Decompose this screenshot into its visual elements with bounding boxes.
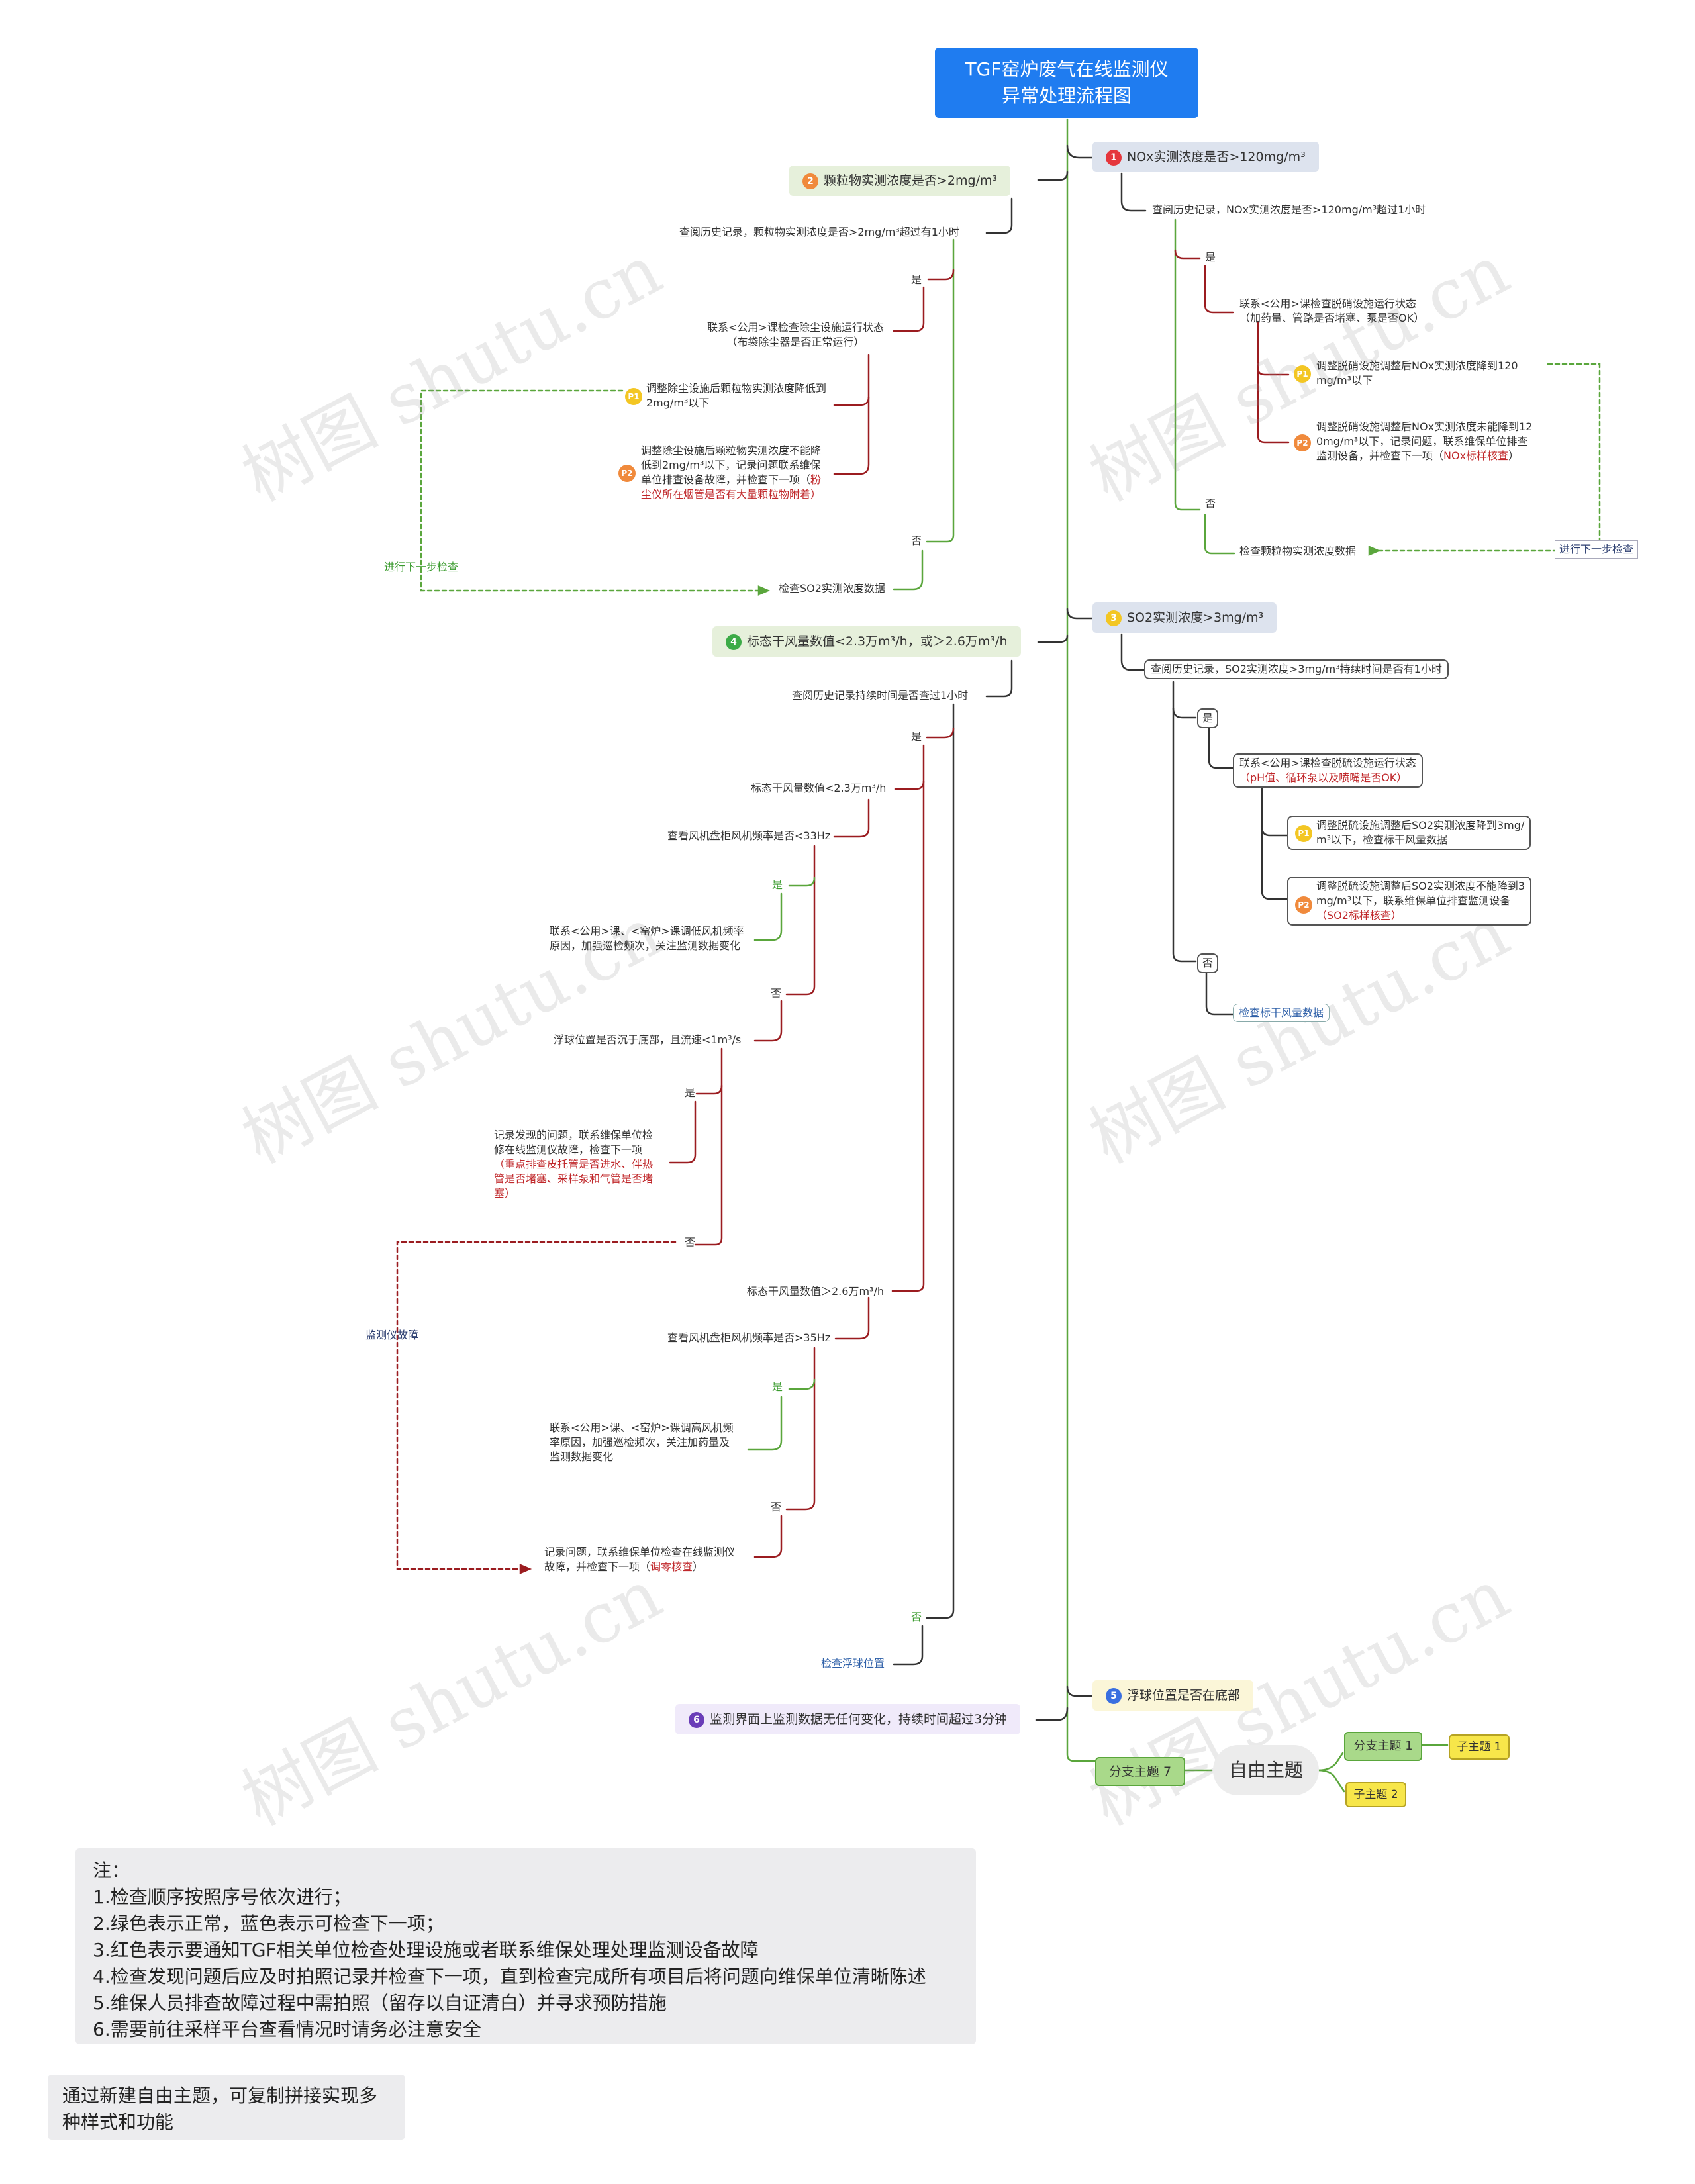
number-badge: 6 — [689, 1711, 704, 1728]
b4-float-result[interactable]: 记录发现的问题，联系维保单位检 修在线监测仪故障，检查下一项 （重点排查皮托管是… — [494, 1129, 654, 1200]
b4-high-no-label[interactable]: 否 — [771, 1501, 782, 1513]
b1-yes-label[interactable]: 是 — [1205, 251, 1216, 263]
root-title-line2: 异常处理流程图 — [1001, 85, 1132, 107]
b4-low-no-label[interactable]: 否 — [771, 987, 782, 1000]
b4-low-fan-check[interactable]: 查看风机盘柜风机频率是否<33Hz — [667, 830, 831, 842]
p2-badge: P2 — [618, 465, 636, 482]
b3-contact[interactable]: 联系<公用>课检查脱硫设施运行状态 （pH值、循环泵以及喷嘴是否OK） — [1233, 753, 1423, 788]
b3-no-label[interactable]: 否 — [1197, 953, 1219, 973]
note-item: 6.需要前往采样平台查看情况时请务必注意安全 — [93, 2018, 481, 2040]
b4-question[interactable]: 查阅历史记录持续时间是否查过1小时 — [792, 689, 969, 702]
b4-float-question[interactable]: 浮球位置是否沉于底部，且流速<1m³/s — [554, 1033, 742, 1046]
number-badge: 3 — [1106, 610, 1122, 626]
p1-badge: P1 — [1294, 365, 1311, 383]
note-item: 3.红色表示要通知TGF相关单位检查处理设施或者联系维保处理处理监测设备故障 — [93, 1939, 759, 1961]
note-item: 1.检查顺序按照序号依次进行； — [93, 1886, 352, 1908]
b2-no-label[interactable]: 否 — [911, 534, 922, 547]
branch-3-title: SO2实测浓度>3mg/m³ — [1127, 610, 1264, 625]
b3-p2-result[interactable]: P2 调整脱硫设施调整后SO2实测浓度不能降到3 mg/m³以下，联系维保单位排… — [1287, 877, 1532, 926]
branch-4-title: 标态干风量数值<2.3万m³/h，或＞2.6万m³/h — [747, 634, 1008, 649]
b4-high-flow[interactable]: 标态干风量数值＞2.6万m³/h — [747, 1285, 884, 1298]
b2-next-step[interactable]: 进行下一步检查 — [384, 561, 459, 573]
branch-5-header[interactable]: 5 浮球位置是否在底部 — [1092, 1680, 1254, 1711]
branch-5-title: 浮球位置是否在底部 — [1127, 1688, 1241, 1703]
number-badge: 5 — [1106, 1687, 1122, 1704]
b2-p1-result[interactable]: 调整除尘设施后颗粒物实测浓度降低到 2mg/m³以下 — [646, 382, 827, 409]
tip-panel: 通过新建自由主题，可复制拼接实现多 种样式和功能 — [48, 2075, 405, 2140]
b2-yes-label[interactable]: 是 — [911, 273, 922, 286]
b1-question[interactable]: 查阅历史记录，NOx实测浓度是否>120mg/m³超过1小时 — [1152, 203, 1426, 216]
b3-check-next[interactable]: 检查标干风量数据 — [1233, 1004, 1330, 1022]
b2-question[interactable]: 查阅历史记录，颗粒物实测浓度是否>2mg/m³超过有1小时 — [679, 226, 959, 238]
b1-p1-result[interactable]: 调整脱硝设施调整后NOx实测浓度降到120 mg/m³以下 — [1316, 359, 1518, 387]
b4-monitor-fault[interactable]: 监测仪故障 — [365, 1329, 419, 1341]
b4-float-yes-label[interactable]: 是 — [685, 1086, 696, 1099]
note-item: 2.绿色表示正常，蓝色表示可检查下一项； — [93, 1913, 444, 1934]
b2-contact[interactable]: 联系<公用>课检查除尘设施运行状态 （布袋除尘器是否正常运行） — [707, 321, 884, 348]
number-badge: 2 — [802, 173, 818, 189]
branch-1-title: NOx实测浓度是否>120mg/m³ — [1127, 150, 1306, 164]
b1-contact[interactable]: 联系<公用>课检查脱硝设施运行状态 （加药量、管路是否堵塞、泵是否OK） — [1239, 297, 1425, 324]
branch-4-header[interactable]: 4 标态干风量数值<2.3万m³/h，或＞2.6万m³/h — [712, 626, 1021, 657]
b4-high-fan-check[interactable]: 查看风机盘柜风机频率是否>35Hz — [667, 1331, 831, 1344]
b1-check-next[interactable]: 检查颗粒物实测浓度数据 — [1239, 545, 1357, 557]
branch-1-header[interactable]: 1 NOx实测浓度是否>120mg/m³ — [1092, 142, 1319, 172]
branch-2-title: 颗粒物实测浓度是否>2mg/m³ — [824, 173, 998, 188]
number-badge: 1 — [1106, 149, 1122, 166]
b4-check-next[interactable]: 检查浮球位置 — [821, 1657, 885, 1670]
p1-badge: P1 — [1295, 825, 1312, 842]
branch-6-title: 监测界面上监测数据无任何变化，持续时间超过3分钟 — [710, 1712, 1008, 1727]
b1-next-step[interactable]: 进行下一步检查 — [1555, 540, 1639, 559]
notes-panel: 注： 1.检查顺序按照序号依次进行； 2.绿色表示正常，蓝色表示可检查下一项； … — [75, 1848, 976, 2044]
b4-high-contact[interactable]: 联系<公用>课、<窑炉>课调高风机频 率原因，加强巡检频次，关注加药量及 监测数… — [550, 1421, 734, 1463]
b3-question[interactable]: 查阅历史记录，SO2实测浓度>3mg/m³持续时间是否有1小时 — [1144, 659, 1449, 679]
root-topic[interactable]: TGF窑炉废气在线监测仪 异常处理流程图 — [935, 48, 1198, 118]
b3-p1-result[interactable]: P1 调整脱硫设施调整后SO2实测浓度降到3mg/ m³以下，检查标干风量数据 — [1287, 816, 1531, 850]
note-item: 5.维保人员排查故障过程中需拍照（留存以自证清白）并寻求预防措施 — [93, 1992, 667, 2014]
free-child-topic-2[interactable]: 子主题 2 — [1345, 1782, 1406, 1807]
free-child-topic-1[interactable]: 子主题 1 — [1449, 1734, 1510, 1760]
b4-low-flow[interactable]: 标态干风量数值<2.3万m³/h — [751, 782, 887, 794]
b4-no-label[interactable]: 否 — [911, 1611, 922, 1623]
p2-badge: P2 — [1295, 896, 1312, 914]
b4-high-yes-label[interactable]: 是 — [772, 1380, 783, 1393]
root-title-line1: TGF窑炉废气在线监测仪 — [965, 58, 1169, 80]
b4-record-result[interactable]: 记录问题，联系维保单位检查在线监测仪 故障，并检查下一项（调零核查） — [544, 1546, 736, 1573]
p2-badge: P2 — [1294, 434, 1311, 451]
b2-check-next[interactable]: 检查SO2实测浓度数据 — [779, 582, 885, 594]
b3-yes-label[interactable]: 是 — [1197, 708, 1219, 728]
number-badge: 4 — [726, 634, 742, 650]
b4-float-no-label[interactable]: 否 — [685, 1236, 696, 1249]
b1-p2-result[interactable]: 调整脱硝设施调整后NOx实测浓度未能降到12 0mg/m³以下，记录问题，联系维… — [1316, 420, 1533, 462]
free-topic[interactable]: 自由主题 — [1213, 1745, 1319, 1795]
branch-6-header[interactable]: 6 监测界面上监测数据无任何变化，持续时间超过3分钟 — [675, 1704, 1021, 1734]
free-subtopic-1[interactable]: 分支主题 1 — [1344, 1732, 1422, 1761]
note-item: 4.检查发现问题后应及时拍照记录并检查下一项，直到检查完成所有项目后将问题向维保… — [93, 1966, 926, 1987]
branch-7-topic[interactable]: 分支主题 7 — [1095, 1757, 1185, 1786]
b4-low-yes-label[interactable]: 是 — [772, 878, 783, 891]
b4-yes-label[interactable]: 是 — [911, 730, 922, 743]
branch-2-header[interactable]: 2 颗粒物实测浓度是否>2mg/m³ — [789, 166, 1011, 196]
b4-low-contact[interactable]: 联系<公用>课、<窑炉>课调低风机频率 原因，加强巡检频次，关注监测数据变化 — [550, 925, 744, 952]
b2-p2-result[interactable]: 调整除尘设施后颗粒物实测浓度不能降 低到2mg/m³以下，记录问题联系维保 单位… — [641, 444, 822, 500]
branch-3-header[interactable]: 3 SO2实测浓度>3mg/m³ — [1092, 602, 1277, 633]
notes-title: 注： — [93, 1860, 130, 1881]
b1-no-label[interactable]: 否 — [1205, 497, 1216, 510]
main-trunk — [1066, 118, 1100, 1762]
p1-badge: P1 — [625, 388, 642, 405]
